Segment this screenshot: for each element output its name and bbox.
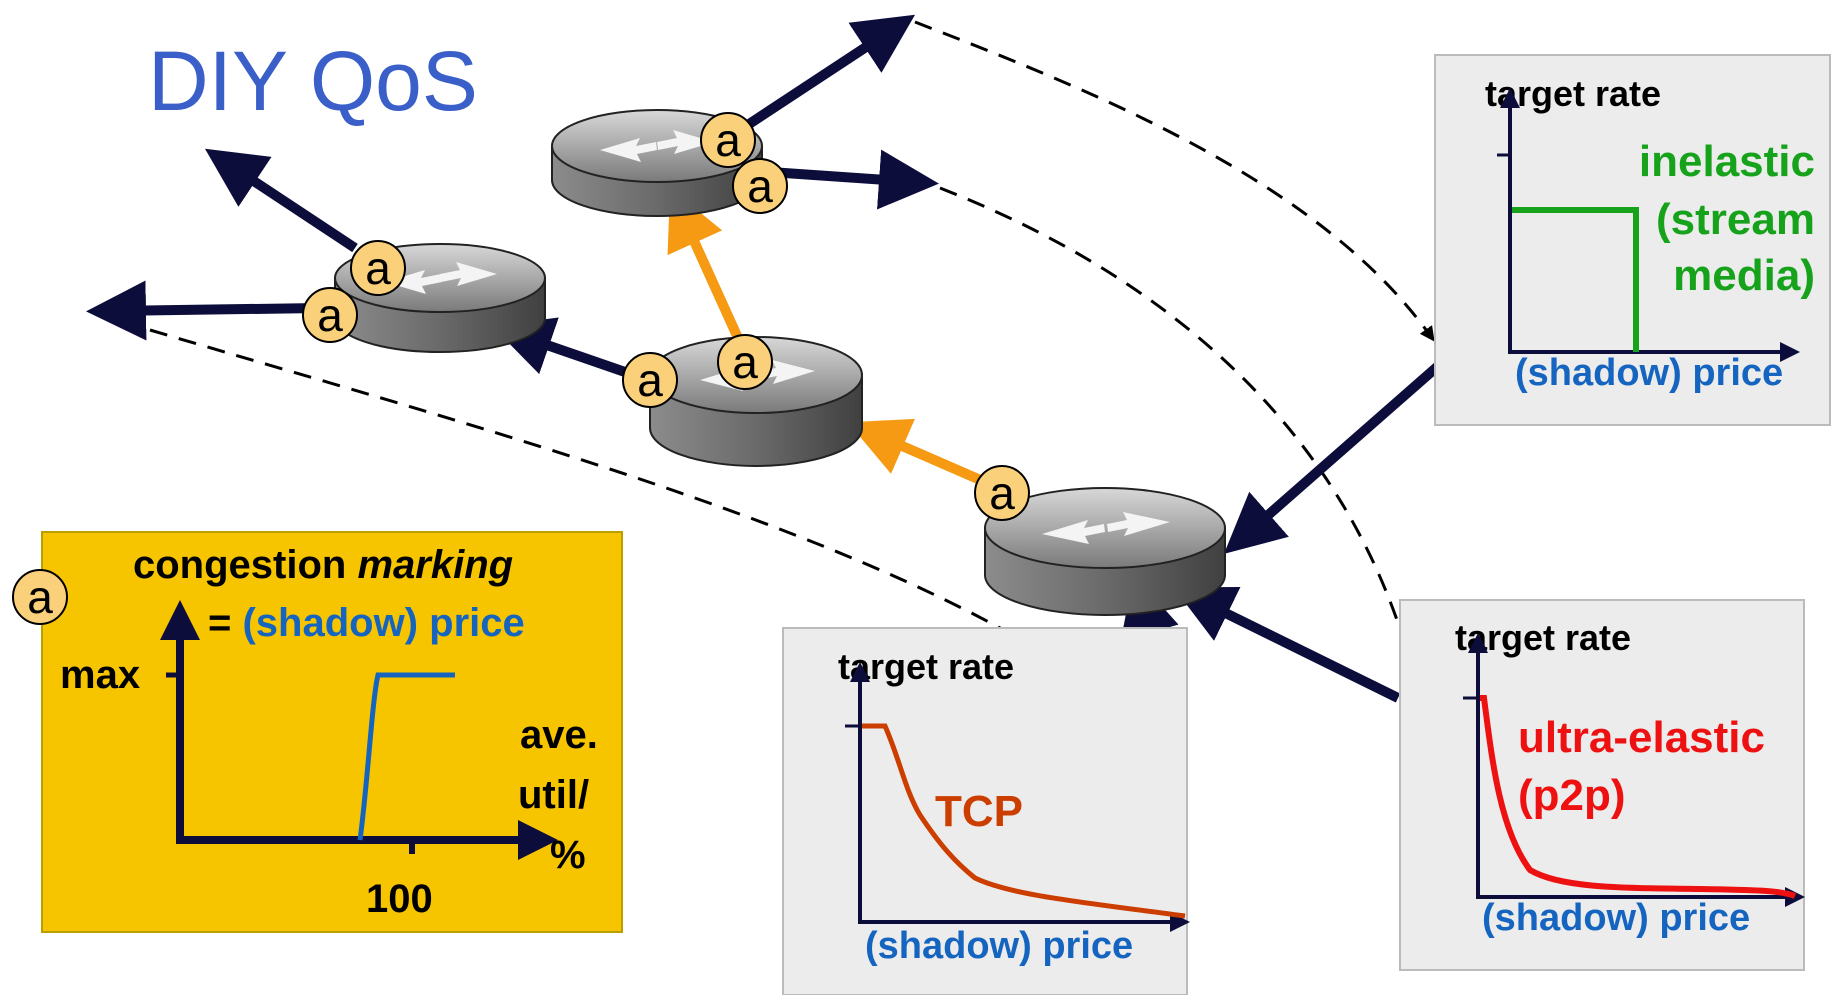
- svg-text:a: a: [365, 242, 391, 294]
- panel-tcp-x-label: (shadow) price: [865, 925, 1133, 967]
- svg-text:a: a: [747, 160, 773, 212]
- panel-ultra-curve-label-2: (p2p): [1518, 771, 1626, 820]
- router-right: [984, 487, 1226, 616]
- legend-x-label-1: ave.: [520, 713, 598, 757]
- node-marker-a: a: [350, 240, 406, 296]
- legend-title-plain: congestion: [133, 543, 357, 587]
- feedback-dashed-line-tcp: [149, 328, 1169, 749]
- svg-text:a: a: [732, 336, 758, 388]
- panel-tcp: target rate TCP (shadow) price: [782, 627, 1190, 995]
- ultra-elastic-curve: [1480, 695, 1797, 899]
- marking-legend-box: a congestion marking = (shadow) price ma…: [12, 531, 623, 933]
- panel-tcp-y-label: target rate: [838, 646, 1014, 687]
- feedback-dashed-line-ultra: [939, 186, 1420, 685]
- legend-max-label: max: [60, 653, 140, 697]
- panel-inelastic-curve-label-2: (stream: [1656, 195, 1815, 244]
- legend-subtitle-eq: =: [208, 601, 242, 645]
- legend-title: congestion marking: [133, 543, 513, 587]
- panel-ultra-x-label: (shadow) price: [1482, 897, 1750, 939]
- flow-arrow-up-left: [204, 148, 358, 253]
- panel-inelastic-x-label: (shadow) price: [1515, 352, 1783, 394]
- flow-arrow-from-inelastic: [1223, 341, 1466, 554]
- svg-text:a: a: [989, 467, 1015, 519]
- flow-arrow-from-ultra: [1173, 586, 1401, 703]
- flow-arrow-to-left-router: [492, 317, 627, 377]
- legend-x-label-3: %: [550, 833, 586, 877]
- node-marker-a: a: [622, 352, 678, 408]
- legend-title-italic: marking: [357, 543, 513, 587]
- legend-marker-label: a: [27, 571, 53, 623]
- flow-arrow-left: [86, 280, 321, 341]
- svg-text:a: a: [317, 289, 343, 341]
- flow-arrow-right: [769, 149, 939, 210]
- svg-text:a: a: [637, 354, 663, 406]
- inelastic-curve: [1512, 207, 1639, 352]
- router-arrows-icon: [1042, 512, 1170, 544]
- node-marker-a: a: [302, 287, 358, 343]
- panel-inelastic-curve-label-3: media): [1673, 251, 1815, 300]
- legend-subtitle-price: (shadow) price: [242, 601, 524, 645]
- panel-tcp-curve-label: TCP: [935, 787, 1023, 836]
- panel-ultra-y-label: target rate: [1455, 617, 1631, 658]
- panel-ultra: target rate ultra-elastic (p2p) (shadow)…: [1399, 599, 1805, 971]
- legend-x-label-2: util/: [518, 773, 589, 817]
- feedback-dashed-line-inelastic: [914, 20, 1435, 342]
- congested-arrow-upper: [667, 188, 743, 341]
- tcp-curve: [862, 723, 1186, 919]
- svg-text:a: a: [715, 114, 741, 166]
- flow-arrow-up-right: [737, 14, 916, 135]
- marking-curve: [357, 672, 455, 841]
- page-title: DIY QoS: [148, 34, 478, 128]
- router-arrows-icon: [600, 130, 714, 162]
- node-marker-a: a: [717, 334, 773, 390]
- router-arrows-icon: [385, 262, 497, 294]
- node-marker-a: a: [700, 112, 756, 168]
- panel-ultra-curve-label-1: ultra-elastic: [1518, 713, 1765, 762]
- node-marker-a: a: [974, 465, 1030, 521]
- panel-inelastic-curve-label-1: inelastic: [1639, 137, 1815, 186]
- congested-arrow-lower: [847, 418, 987, 487]
- legend-x-tick-label: 100: [366, 877, 433, 921]
- panel-inelastic: target rate inelastic (stream media) (sh…: [1434, 54, 1831, 426]
- node-marker-a: a: [732, 158, 788, 214]
- legend-subtitle: = (shadow) price: [208, 601, 525, 645]
- legend-marker-a: [12, 569, 68, 625]
